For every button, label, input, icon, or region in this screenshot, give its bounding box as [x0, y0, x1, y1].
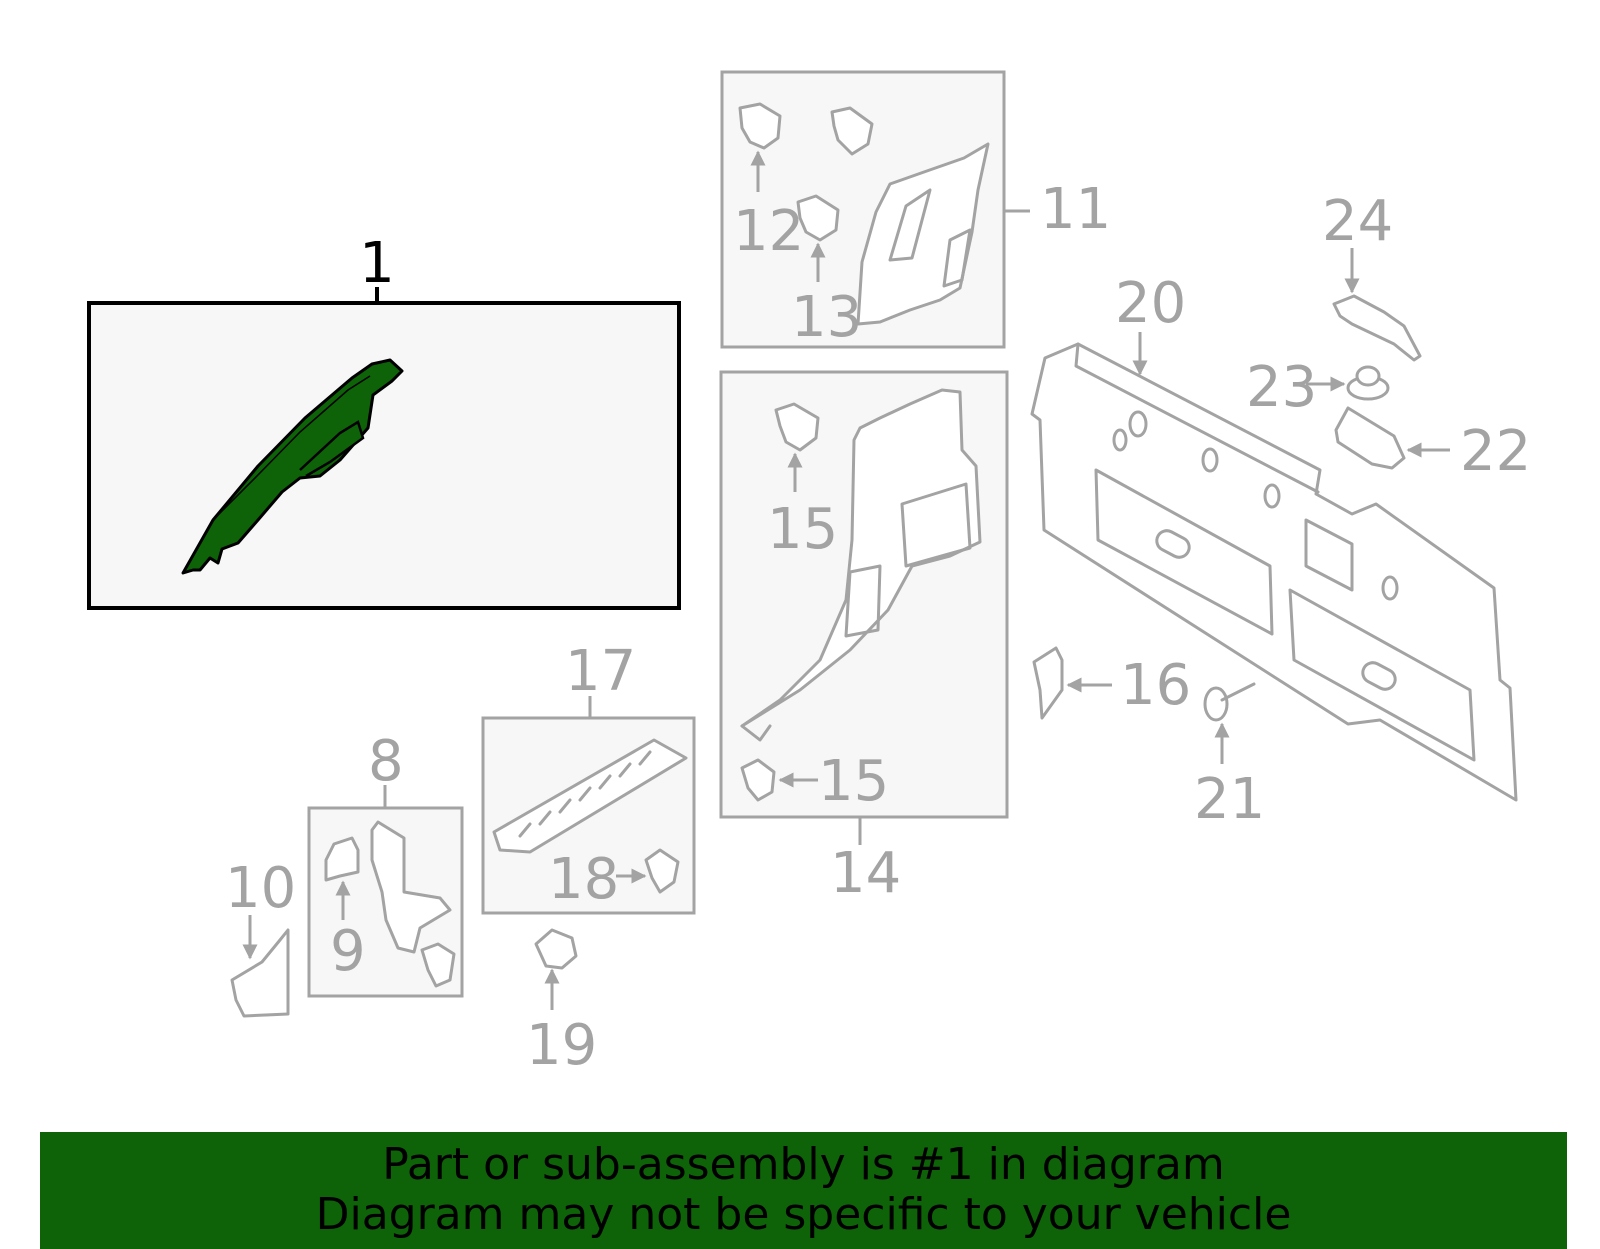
- clip-16[interactable]: [1032, 646, 1064, 720]
- trim-panel-11[interactable]: [856, 142, 990, 326]
- clip-19[interactable]: [534, 928, 578, 970]
- clip-11-extra[interactable]: [830, 106, 874, 156]
- group-22: 22: [1334, 406, 1531, 484]
- callout-15-upper[interactable]: 15: [767, 497, 838, 562]
- group-23: 23: [1246, 355, 1390, 420]
- bracket-10[interactable]: [230, 928, 290, 1018]
- callout-1[interactable]: 1: [359, 231, 395, 296]
- callout-11[interactable]: 11: [1040, 177, 1111, 242]
- callout-12[interactable]: 12: [733, 199, 804, 264]
- clip-9[interactable]: [324, 836, 360, 882]
- callout-17[interactable]: 17: [565, 639, 636, 704]
- callout-24[interactable]: 24: [1322, 189, 1393, 254]
- fastener-21[interactable]: [1203, 686, 1229, 722]
- group-17: 17 18: [481, 639, 696, 915]
- part-1-detail: [299, 420, 365, 478]
- part-1-box: [87, 301, 681, 610]
- group-14: 14 15 15: [719, 370, 1009, 906]
- trim-8[interactable]: [370, 820, 452, 954]
- clip-18[interactable]: [644, 848, 680, 894]
- callout-8[interactable]: 8: [368, 729, 404, 794]
- info-banner: Part or sub-assembly is #1 in diagram Di…: [40, 1132, 1567, 1249]
- trim-panel-14[interactable]: [740, 388, 982, 728]
- group-11: 11 12 13: [720, 70, 1111, 350]
- part-1-pillar-trim[interactable]: [181, 358, 404, 575]
- callout-18[interactable]: 18: [548, 847, 619, 912]
- clip-15-upper[interactable]: [774, 402, 820, 452]
- banner-line-1: Part or sub-assembly is #1 in diagram: [382, 1139, 1225, 1190]
- callout-9[interactable]: 9: [330, 919, 366, 984]
- callout-21[interactable]: 21: [1194, 767, 1265, 832]
- group-1: 1: [87, 231, 681, 610]
- clip-12[interactable]: [738, 102, 782, 150]
- group-16: 16: [1032, 646, 1191, 720]
- callout-22[interactable]: 22: [1460, 419, 1531, 484]
- group-8: 8 9: [307, 729, 464, 998]
- callout-15-lower[interactable]: 15: [818, 749, 889, 814]
- bracket-24[interactable]: [1332, 294, 1422, 362]
- clip-8[interactable]: [420, 942, 456, 988]
- part-1-edge: [212, 375, 371, 521]
- group-20: 20: [1030, 271, 1518, 802]
- callout-10[interactable]: 10: [225, 856, 296, 921]
- group-19: 19: [526, 928, 597, 1078]
- scuff-plate-17[interactable]: [492, 738, 688, 854]
- callout-23[interactable]: 23: [1246, 355, 1317, 420]
- callout-20[interactable]: 20: [1115, 271, 1186, 336]
- group-10: 10: [225, 856, 296, 1018]
- callout-19[interactable]: 19: [526, 1013, 597, 1078]
- clip-13[interactable]: [796, 194, 840, 242]
- clip-15-lower[interactable]: [740, 758, 776, 802]
- callout-14[interactable]: 14: [830, 841, 901, 906]
- group-21: 21: [1194, 682, 1265, 832]
- part-22[interactable]: [1334, 406, 1406, 470]
- callout-13[interactable]: 13: [791, 285, 862, 350]
- callout-16[interactable]: 16: [1120, 653, 1191, 718]
- rear-panel-20[interactable]: [1030, 342, 1518, 802]
- group-24: 24: [1322, 189, 1422, 362]
- banner-line-2: Diagram may not be specific to your vehi…: [315, 1189, 1292, 1240]
